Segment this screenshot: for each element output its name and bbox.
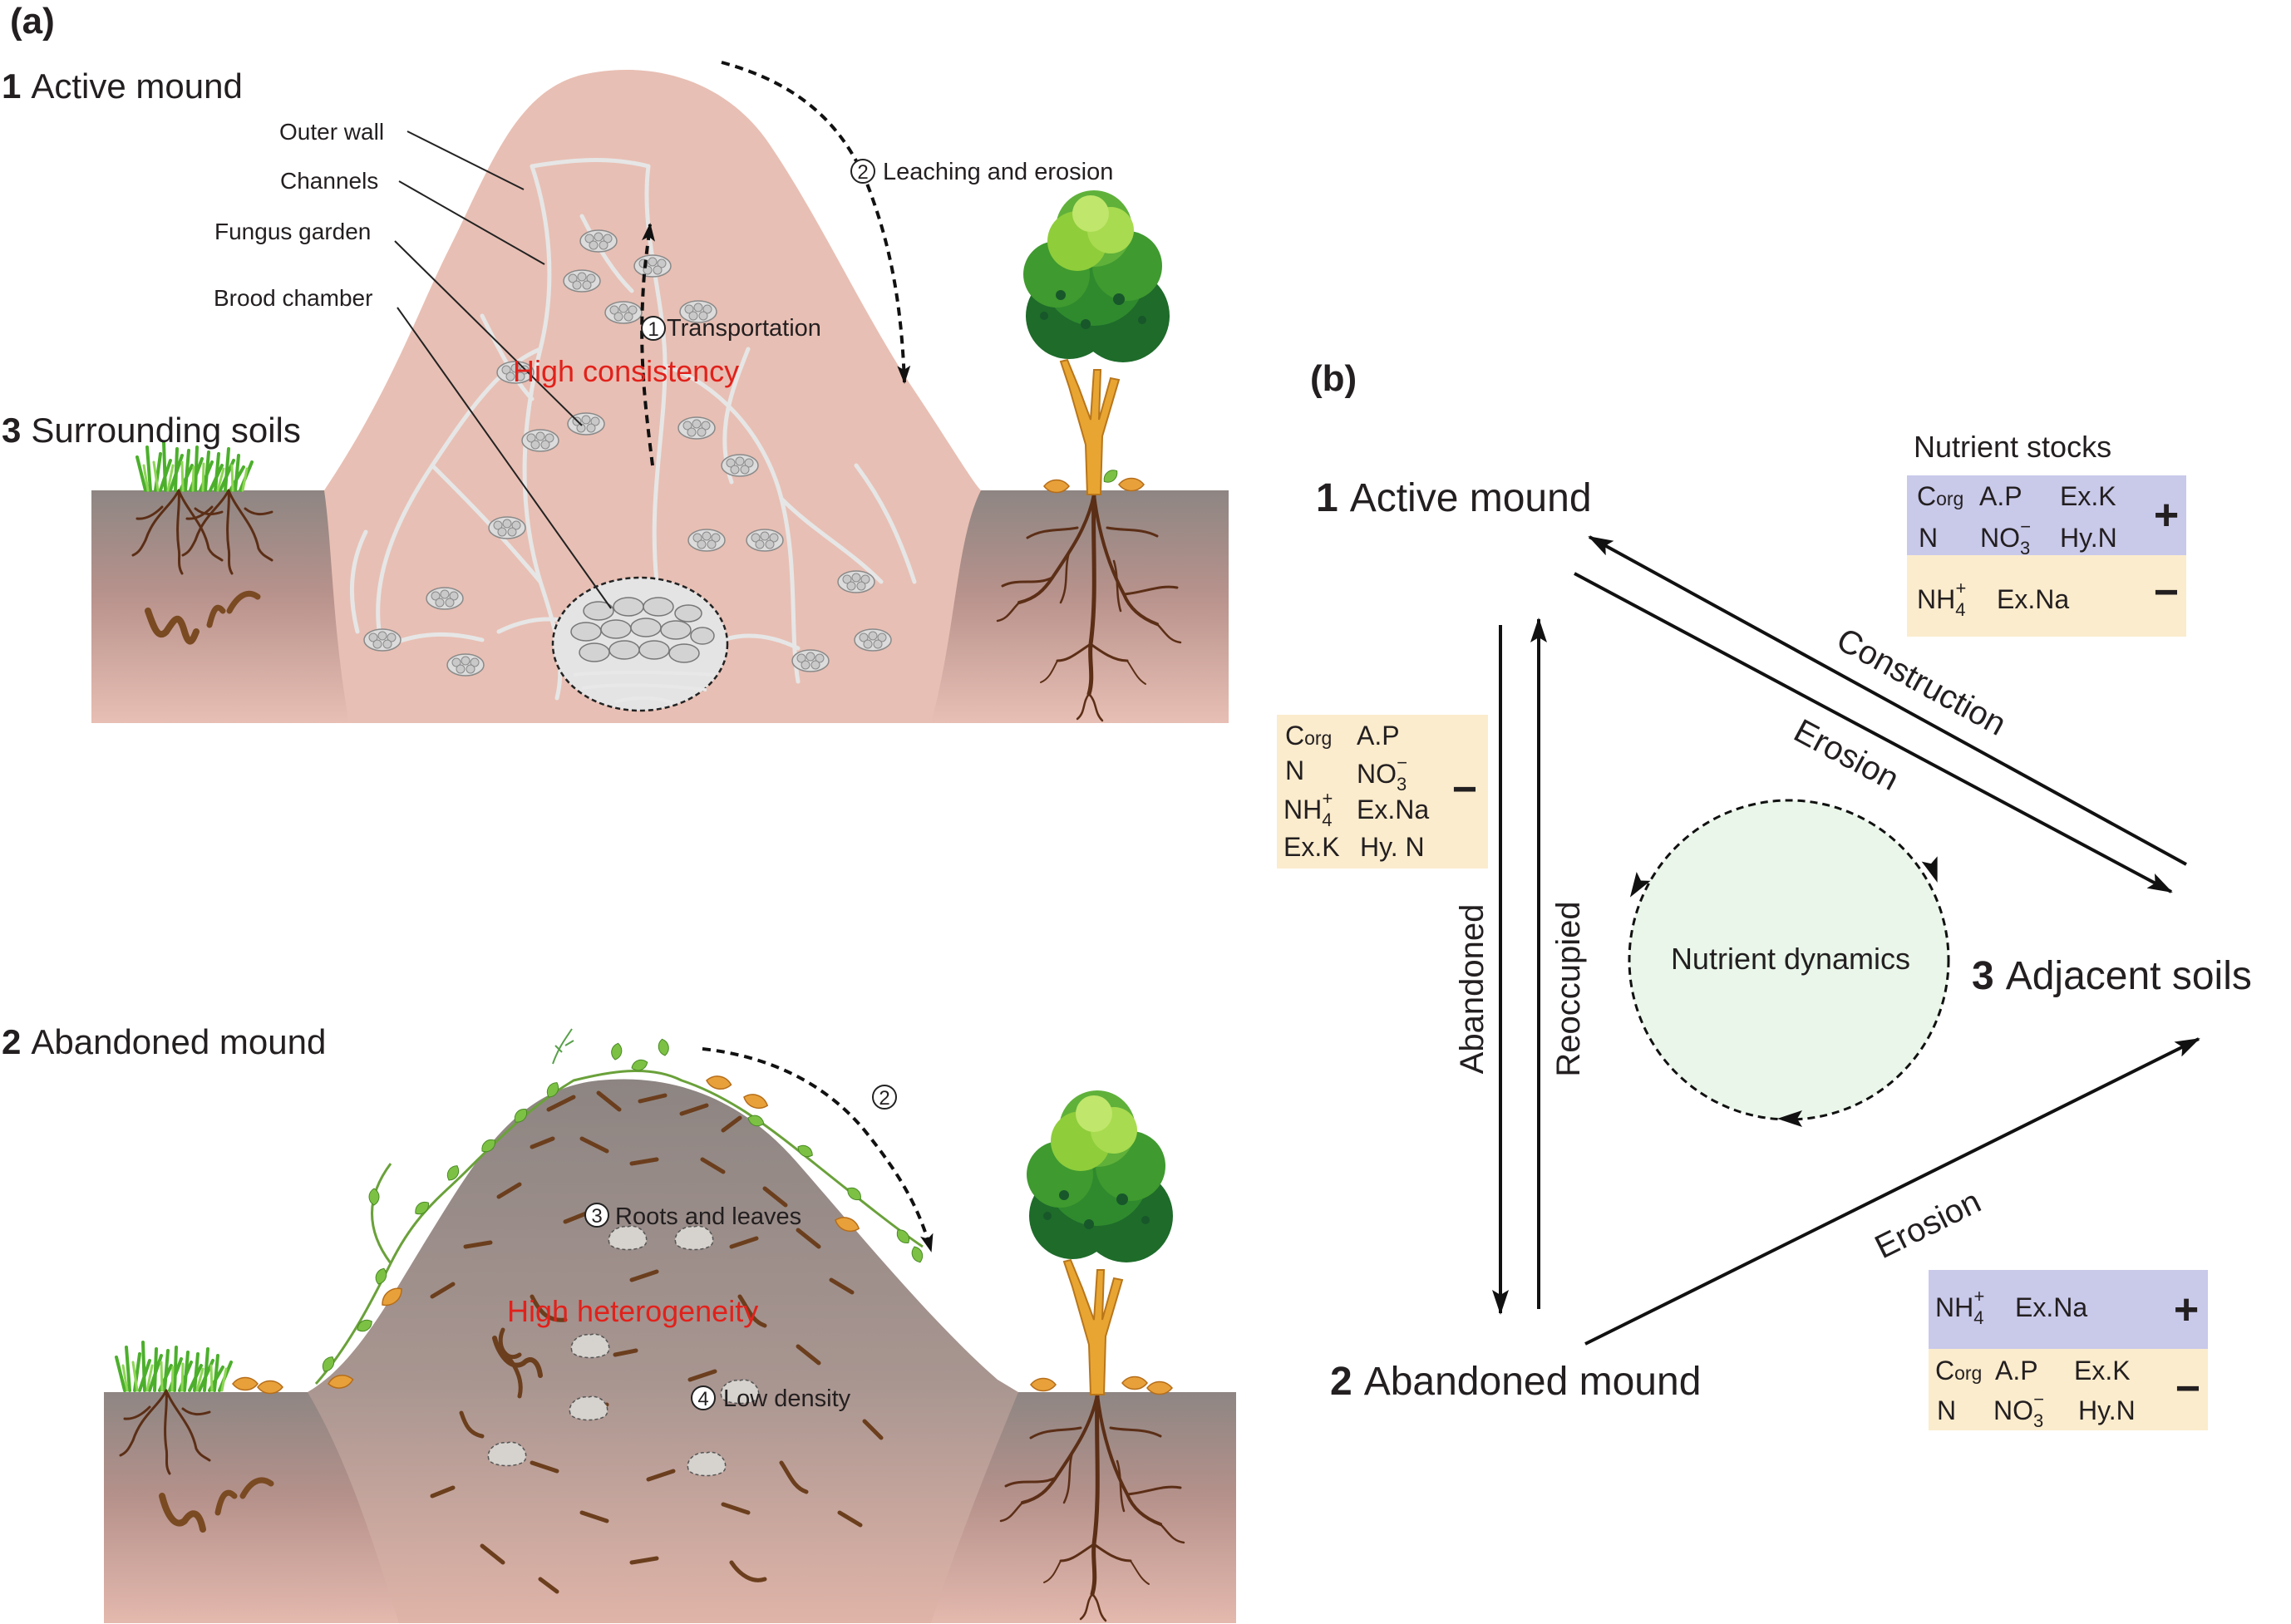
earthworm [159, 1493, 206, 1533]
channels-label: Channels [280, 168, 378, 194]
earthworm [226, 590, 261, 614]
bottom-minus-row1: Corg A.P Ex.K [1935, 1356, 2131, 1385]
step-4-badge [691, 1385, 716, 1410]
panel-b-tag: (b) [1310, 358, 1357, 399]
active-mound-scene [91, 61, 1229, 723]
outer-wall-label: Outer wall [279, 119, 384, 145]
bottom-minus-box [1929, 1349, 2208, 1430]
earthworm [214, 1489, 238, 1516]
low-density-label: Low density [723, 1385, 851, 1412]
step-2b-badge [872, 1085, 897, 1110]
vines [314, 1028, 925, 1391]
step-3-badge [584, 1203, 609, 1228]
reoccupied-label: Reoccupied [1550, 901, 1587, 1076]
top-minus-box [1907, 555, 2186, 637]
step-1-badge [641, 316, 666, 341]
high-heterogeneity-label: High heterogeneity [507, 1294, 758, 1328]
bottom-minus-row2: N NO3− Hy.N [1937, 1381, 2136, 1431]
top-plus-row1: Corg A.P Ex.K [1917, 481, 2116, 511]
brood-chamber [551, 576, 729, 712]
transportation-label: Transportation [667, 315, 821, 342]
earthworm [206, 604, 226, 628]
left-row2: N NO3− [1285, 752, 1407, 795]
step-2b-number: 2 [879, 1087, 889, 1110]
abandoned-label: Abandoned [1454, 904, 1490, 1075]
erosion-arrow-active [1574, 572, 2173, 893]
brood-chamber-label: Brood chamber [214, 285, 372, 311]
leaching-arrow [721, 61, 911, 384]
step-2-badge [850, 159, 875, 184]
root-fragments [430, 1090, 884, 1594]
top-minus-row: NH4+ Ex.Na [1917, 570, 2069, 620]
erosion-label-top: Erosion [1788, 712, 1904, 798]
left-minus-sign: − [1452, 765, 1477, 814]
bottom-plus-row: NH4+ Ex.Na [1935, 1278, 2087, 1328]
left-minus-box [1277, 715, 1488, 869]
nutrient-stocks-title: Nutrient stocks [1914, 430, 2111, 464]
left-row1: Corg A.P [1285, 721, 1400, 750]
bottom-plus-box [1929, 1270, 2208, 1349]
earthworm [145, 608, 200, 645]
step-4-number: 4 [697, 1388, 708, 1410]
abandoned-mound-scene [104, 1028, 1236, 1623]
top-plus-sign: + [2154, 491, 2179, 539]
earthworm [492, 1336, 543, 1378]
top-plus-box [1907, 475, 2186, 555]
top-minus-sign: − [2154, 568, 2179, 617]
panel-b-diagram [1277, 475, 2208, 1430]
top-plus-row2: N NO3− Hy.N [1919, 509, 2117, 559]
earthworm [239, 1477, 274, 1499]
step-2-number: 2 [857, 161, 868, 184]
step-3-number: 3 [591, 1205, 602, 1228]
erosion-arrow-abandoned [1584, 1037, 2200, 1346]
nutrient-dynamics-label: Nutrient dynamics [1671, 942, 1910, 976]
leaching-label: Leaching and erosion [883, 159, 1113, 185]
panel-a-tag: (a) [10, 1, 55, 42]
left-row3: NH4+ Ex.Na [1283, 780, 1429, 830]
bottom-plus-sign: + [2174, 1286, 2199, 1334]
fungus-garden-label: Fungus garden [214, 219, 371, 244]
callout-lines [394, 130, 612, 609]
construction-arrow [1588, 535, 2187, 866]
high-consistency-label: High consistency [513, 354, 739, 388]
bottom-minus-sign: − [2175, 1365, 2200, 1413]
step-1-number: 1 [648, 318, 658, 341]
roots-leaves-label: Roots and leaves [615, 1203, 801, 1230]
transportation-arrow [640, 223, 655, 466]
left-row4: Ex.K Hy. N [1283, 832, 1425, 862]
abandoned-mound-body [308, 1079, 1018, 1623]
